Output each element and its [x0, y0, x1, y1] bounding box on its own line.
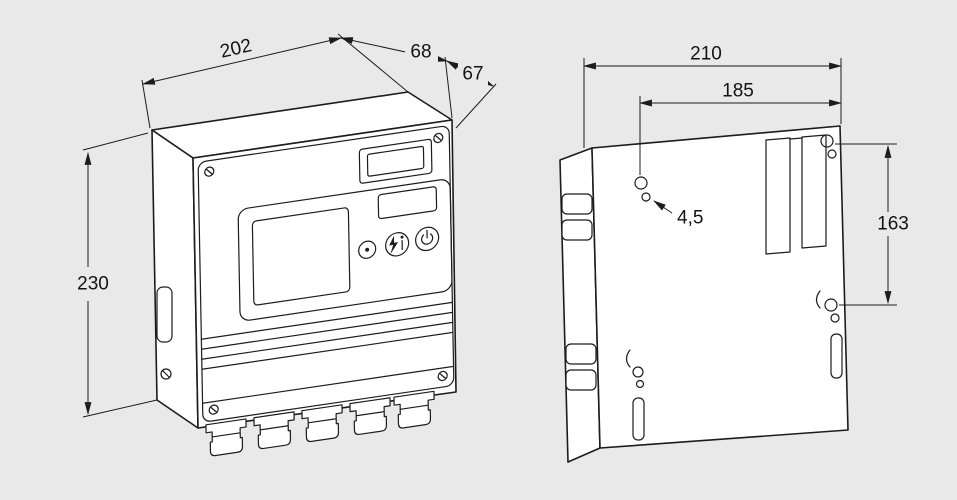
- side-clip: [561, 193, 593, 241]
- cable-slot: [632, 397, 645, 441]
- power-button: [415, 226, 440, 252]
- cable-gland: [205, 418, 248, 458]
- dimension-230: 230: [77, 132, 158, 418]
- cable-gland: [393, 390, 436, 430]
- dimension-185: 185: [638, 81, 843, 175]
- cable-slot: [830, 333, 843, 379]
- side-label-recess: [156, 286, 173, 343]
- mounting-hole-top-left: [634, 176, 651, 202]
- dimension-hole-diameter: 4,5: [653, 200, 703, 229]
- housing-front-face: [192, 119, 457, 429]
- bolt-icon: [389, 235, 399, 255]
- corner-screw-icon: [437, 370, 448, 382]
- dim-label-4-5: 4,5: [677, 208, 703, 229]
- corner-screw-icon: [433, 132, 444, 144]
- operating-panel: [237, 179, 453, 321]
- select-button: [358, 240, 377, 259]
- dim-label-68: 68: [410, 42, 431, 63]
- side-clip: [565, 343, 597, 391]
- dimension-210: 210: [582, 44, 843, 148]
- housing-side-face: [151, 129, 199, 429]
- right-view: 210 185 4,5 163: [559, 44, 909, 463]
- dimension-163: 163: [835, 143, 909, 306]
- dim-label-67: 67: [462, 64, 483, 85]
- power-icon: [421, 233, 434, 245]
- dim-label-185: 185: [722, 81, 754, 102]
- info-button: [385, 232, 410, 257]
- info-icon: [400, 235, 404, 239]
- cable-gland: [349, 397, 392, 437]
- cable-gland: [301, 404, 344, 444]
- mounting-hole-top-right: [820, 134, 837, 159]
- din-rail-channel: [765, 134, 827, 255]
- corner-screw-icon: [208, 404, 219, 415]
- vent-ribs: [200, 301, 455, 404]
- lcd-screen: [251, 207, 351, 306]
- dim-label-230: 230: [77, 274, 109, 295]
- dim-label-210: 210: [690, 44, 722, 65]
- mounting-hole-mid-right: [815, 290, 840, 323]
- cable-gland: [253, 411, 296, 451]
- side-screw-icon: [160, 368, 172, 380]
- type-label-plate: [377, 186, 438, 220]
- display-window: [358, 138, 433, 184]
- dimension-67: 67: [446, 60, 497, 129]
- select-button-dot-icon: [365, 247, 370, 252]
- dimension-68: 68: [339, 37, 453, 119]
- dimension-202: 202: [141, 33, 409, 129]
- left-view: 202 68 67 230: [77, 33, 497, 458]
- corner-screw-icon: [204, 166, 215, 177]
- mounting-hook-bottom-left: [625, 349, 645, 441]
- dim-label-163: 163: [877, 214, 909, 235]
- rear-back-face: [591, 125, 849, 449]
